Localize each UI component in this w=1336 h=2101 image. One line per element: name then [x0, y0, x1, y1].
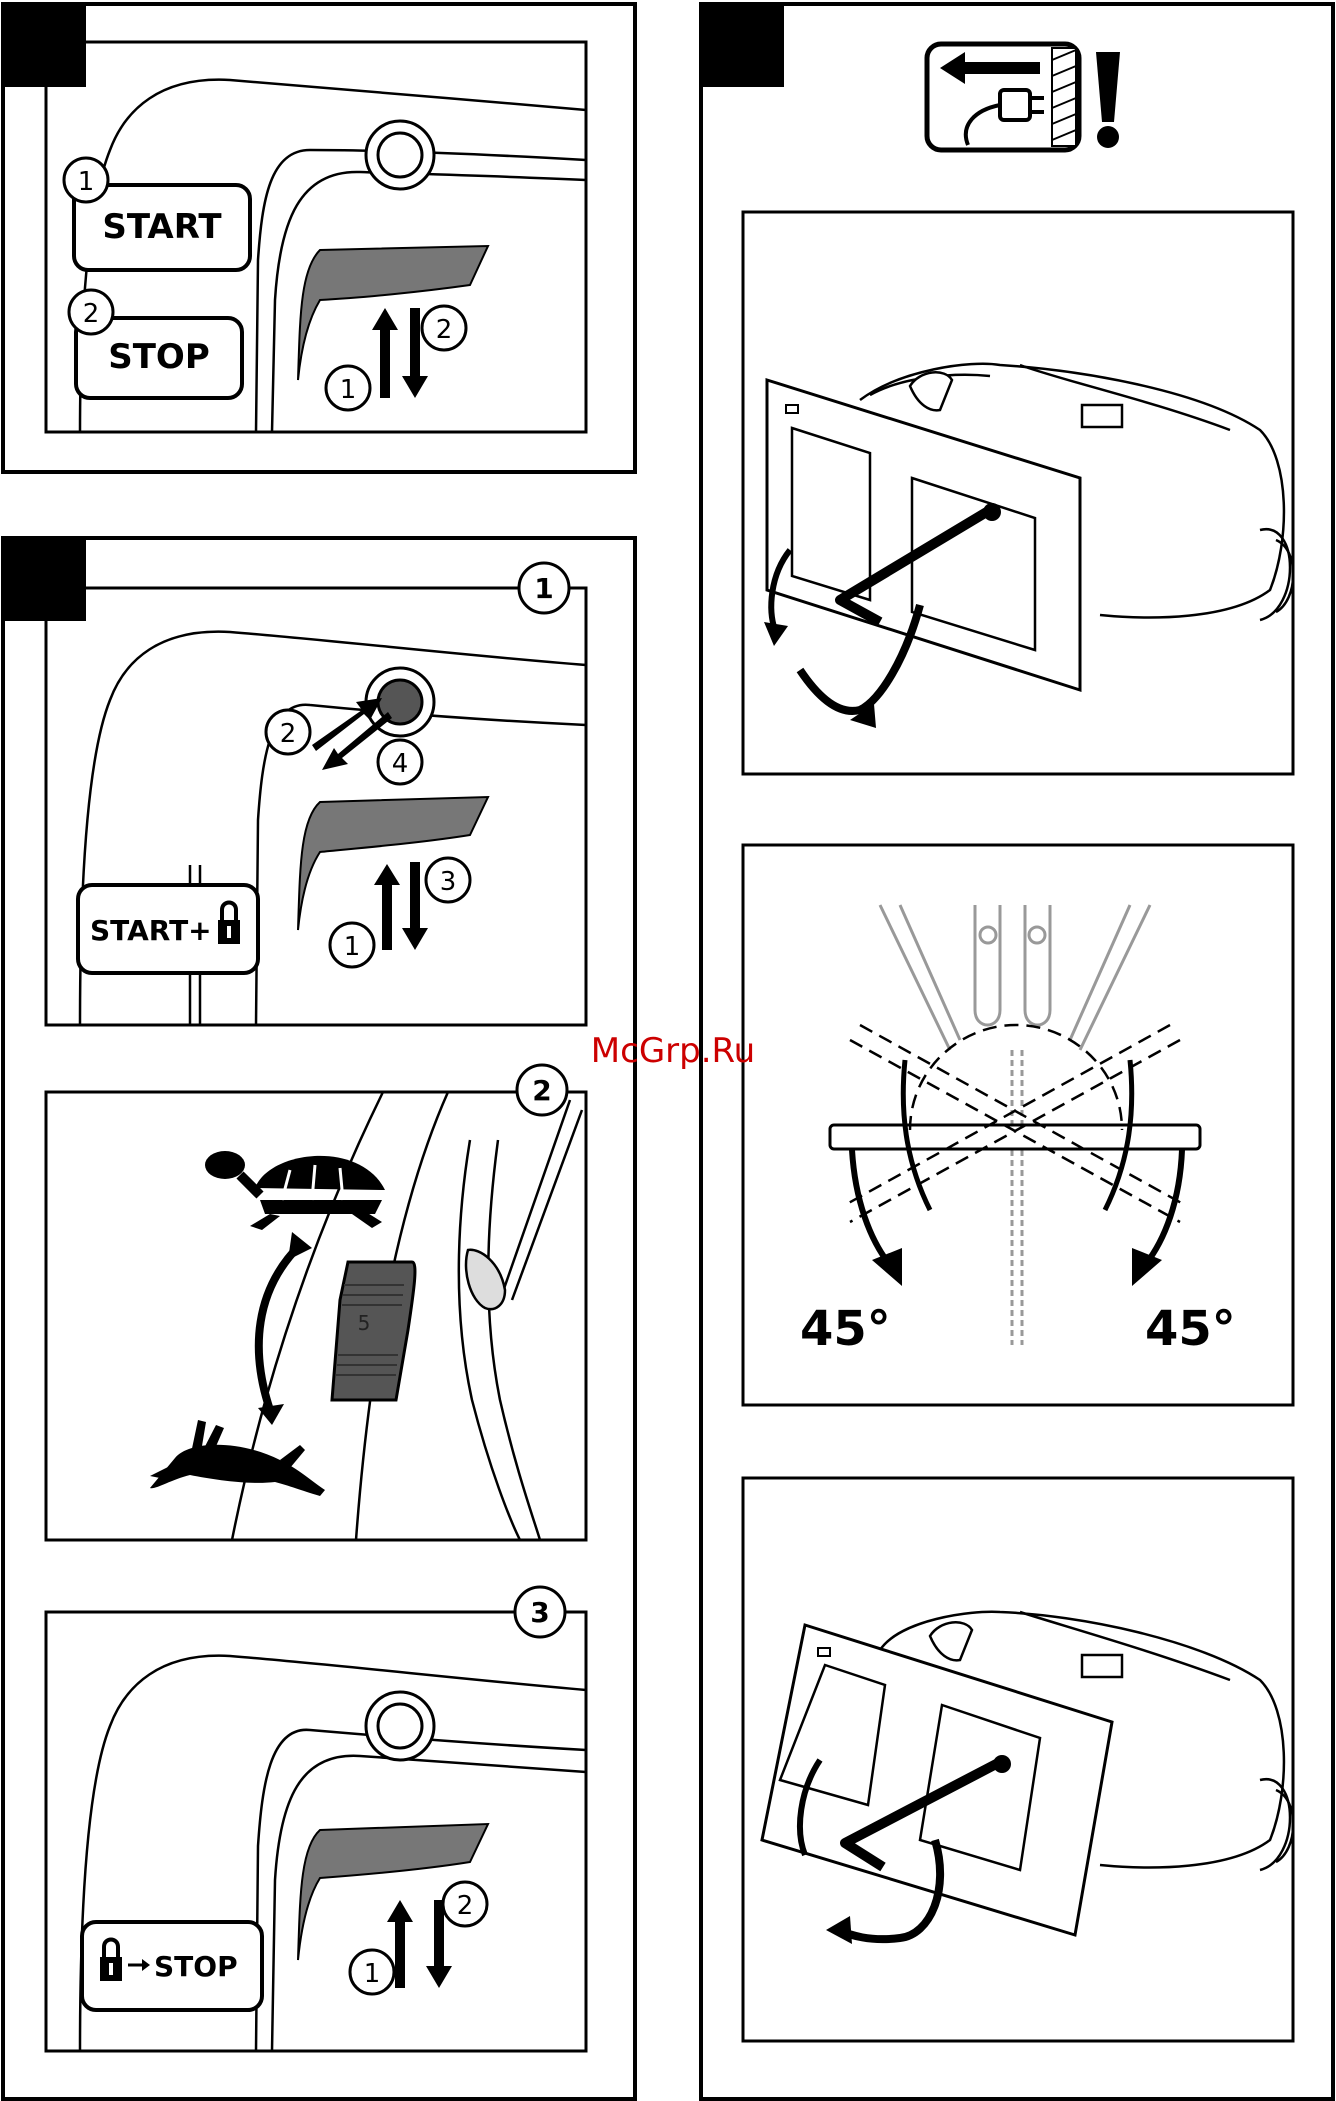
- knob-icon: [910, 372, 952, 410]
- subpanel-unlock-stop: 3 STOP 1 2: [46, 1587, 586, 2051]
- blade-angle-diagram: 45° 45°: [743, 845, 1293, 1405]
- unplug-warning-icon: [927, 44, 1120, 150]
- switch-marking: 5: [358, 1311, 371, 1335]
- step-number: 2: [83, 299, 100, 329]
- step-number: 3: [440, 867, 457, 897]
- step-number: 1: [340, 375, 357, 405]
- unlock-stop-button-label: STOP: [154, 1950, 238, 1983]
- subpanel-start-lock: 1 2 4 START+: [46, 563, 586, 1025]
- panel-start-stop: START 1 STOP 2 1 2: [3, 4, 635, 472]
- knob-icon: [930, 1622, 972, 1660]
- step-number: 2: [280, 719, 297, 749]
- start-lock-button-label: START+: [90, 914, 212, 947]
- blade-bar: [830, 1125, 1200, 1149]
- panel-blade-adjustment: 45° 45°: [701, 4, 1333, 2099]
- arrow-down-icon: [402, 862, 428, 950]
- speed-double-arrow-icon: [259, 1245, 300, 1410]
- subpanel-badge-number: 2: [532, 1074, 551, 1107]
- step-number: 4: [392, 749, 409, 779]
- arrow-up-icon: [372, 308, 398, 398]
- rotate-right-arrow-icon: [1145, 1150, 1182, 1265]
- blade-rotated-illustration: [743, 1478, 1293, 2041]
- start-button-label: START: [102, 207, 222, 247]
- rotate-left-arrow-icon: [852, 1150, 890, 1265]
- handle-button: [366, 1692, 434, 1760]
- step-number: 2: [436, 315, 453, 345]
- turtle-icon: [205, 1151, 385, 1230]
- rabbit-icon: [150, 1420, 325, 1496]
- panel-cruise-lock: 1 2 4 START+: [3, 538, 635, 2099]
- subpanel-badge-number: 3: [530, 1596, 549, 1629]
- lever-clip: [466, 1250, 505, 1309]
- speed-switch: 5: [332, 1262, 415, 1400]
- watermark: McGrp.Ru: [591, 1031, 755, 1071]
- step-number: 1: [344, 932, 361, 962]
- blade-removal-illustration: [743, 212, 1293, 774]
- subpanel-speed-control: 2 5: [46, 1065, 586, 1540]
- subpanel-badge-number: 1: [534, 572, 553, 605]
- angle-left-label: 45°: [800, 1301, 891, 1357]
- arrow-up-icon: [374, 864, 400, 950]
- exclamation-icon: [1096, 52, 1120, 122]
- panel-c-corner-tab: [701, 4, 784, 87]
- handle-button: [366, 121, 434, 189]
- step-number: 1: [364, 1959, 381, 1989]
- angle-right-label: 45°: [1145, 1301, 1236, 1357]
- step-number: 2: [457, 1891, 474, 1921]
- stop-button-label: STOP: [108, 337, 210, 377]
- step-number: 1: [78, 167, 95, 197]
- lever-arrows: 1 2: [326, 306, 466, 410]
